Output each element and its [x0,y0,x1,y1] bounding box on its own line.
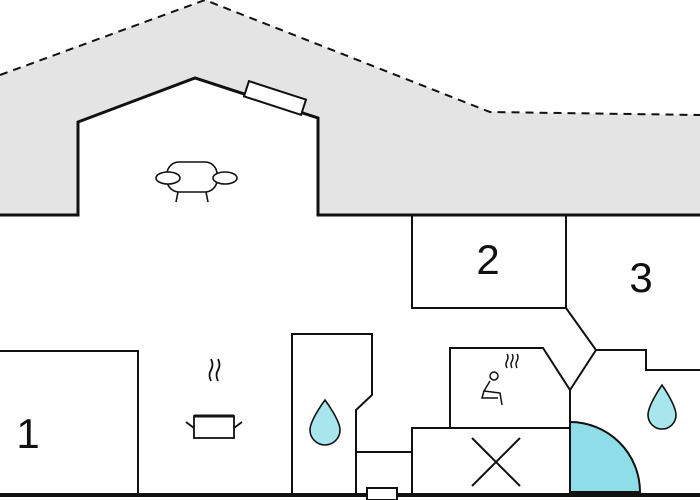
room-1-label: 1 [16,410,39,457]
room-3-bath-wall [596,349,700,371]
window-icon [242,79,308,117]
room-2-label: 2 [476,236,499,283]
roof-outline-dashed [0,0,700,215]
room-1-wall [0,350,139,495]
water-drop-icon [647,383,677,430]
door-marker [366,487,398,500]
living-room-wall [0,76,700,217]
shower-icon [569,420,642,493]
sauna-room-wall [449,347,571,428]
room-3-label: 3 [629,254,652,301]
room-3-divider [565,307,598,422]
shaft-x-mark [471,437,521,487]
covered-terrace [0,0,700,215]
bathroom-1-wall [291,333,373,495]
walls [0,76,700,497]
room-2-wall [411,215,567,309]
sauna-icon [481,353,519,406]
sauna-wall [411,427,571,495]
water-drop-icon [309,398,341,446]
sofa-icon [155,161,238,203]
cooking-pot-icon [185,358,243,439]
roof-dashed-line [0,0,700,116]
